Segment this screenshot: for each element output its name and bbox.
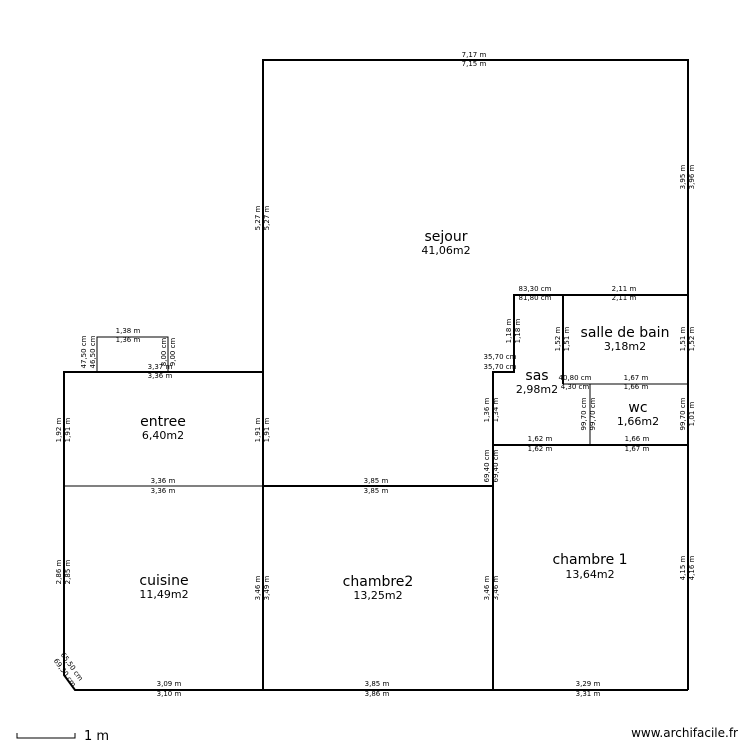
room-name-chambre2: chambre2	[343, 574, 414, 590]
dim-label: 3,10 m	[157, 690, 182, 698]
vertical-dimension-labels: 5,27 m 5,27 m 3,95 m 3,96 m 47,50 cm 46,…	[52, 165, 696, 689]
wall-sejour-outer	[262, 59, 689, 690]
dim-label: 1,18 m	[505, 319, 513, 344]
dim-label: 35,70 cm	[484, 363, 517, 371]
dim-label: 1,66 m	[625, 435, 650, 443]
dim-label: 2,86 m	[55, 560, 63, 585]
dim-label: 1,67 m	[625, 445, 650, 453]
dim-label: 81,80 cm	[519, 294, 552, 302]
dim-label: 1,52 m	[688, 327, 696, 352]
dim-label: 3,46 m	[483, 576, 491, 601]
dim-label: 2,85 m	[64, 560, 72, 585]
dim-label: 1,91 m	[254, 418, 262, 443]
walls	[63, 59, 689, 691]
dim-label: 7,15 m	[462, 60, 487, 68]
dim-label: 4,30 cm	[561, 383, 590, 391]
dim-label: 3,36 m	[148, 372, 173, 380]
dim-label: 9,00 cm	[169, 338, 177, 367]
dim-label: 1,18 m	[514, 319, 522, 344]
scale-bar-line	[16, 733, 76, 739]
dimension-labels: 7,17 m 7,15 m 83,30 cm 81,80 cm 2,11 m 2…	[116, 51, 650, 698]
dim-label: 40,80 cm	[559, 374, 592, 382]
dim-label: 46,50 cm	[89, 335, 97, 368]
dim-label: 3,36 m	[151, 477, 176, 485]
room-area-chambre1: 13,64m2	[565, 568, 614, 581]
dim-label: 1,91 m	[64, 418, 72, 443]
room-name-chambre1: chambre 1	[552, 552, 627, 568]
room-name-sejour: sejour	[425, 229, 468, 245]
wall-closet	[96, 336, 169, 372]
dim-label: 99,70 cm	[580, 397, 588, 430]
dim-label: 3,85 m	[364, 477, 389, 485]
room-area-wc: 1,66m2	[617, 415, 659, 428]
room-name-wc: wc	[628, 400, 647, 416]
dim-label: 3,85 m	[364, 487, 389, 495]
dim-label: 3,46 m	[492, 576, 500, 601]
dim-label: 1,36 m	[483, 398, 491, 423]
room-area-entree: 6,40m2	[142, 429, 184, 442]
room-area-salle-de-bain: 3,18m2	[604, 340, 646, 353]
dim-label: 1,51 m	[563, 327, 571, 352]
dim-label: 3,95 m	[679, 165, 687, 190]
dim-label: 1,91 m	[263, 418, 271, 443]
wall-left	[63, 371, 688, 691]
dim-label: 1,34 m	[492, 398, 500, 423]
room-name-salle-de-bain: salle de bain	[581, 325, 670, 341]
dim-label: 4,16 m	[688, 556, 696, 581]
dim-label: 1,92 m	[55, 418, 63, 443]
dim-label: 35,70 cm	[484, 353, 517, 361]
dim-label: 2,11 m	[612, 285, 637, 293]
dim-label: 1,51 m	[679, 327, 687, 352]
dim-label: 8,00 cm	[160, 338, 168, 367]
room-name-sas: sas	[525, 368, 548, 384]
dim-label: 69,40 cm	[492, 449, 500, 482]
room-name-entree: entree	[140, 414, 186, 430]
dim-label: 3,85 m	[365, 680, 390, 688]
dim-label: 3,46 m	[254, 576, 262, 601]
scale-label: 1 m	[84, 729, 109, 744]
wall-sas-left	[492, 294, 688, 445]
dim-label: 3,31 m	[576, 690, 601, 698]
dim-label: 1,36 m	[116, 336, 141, 344]
dim-label: 1,62 m	[528, 445, 553, 453]
dim-label: 1,67 m	[624, 374, 649, 382]
dim-label: 1,38 m	[116, 327, 141, 335]
room-area-sejour: 41,06m2	[421, 244, 470, 257]
dim-label: 3,86 m	[365, 690, 390, 698]
dim-label: 3,96 m	[688, 165, 696, 190]
room-area-sas: 2,98m2	[516, 383, 558, 396]
dim-label: 7,17 m	[462, 51, 487, 59]
dim-label: 47,50 cm	[80, 335, 88, 368]
dim-label: 3,09 m	[157, 680, 182, 688]
dim-label: 1,62 m	[528, 435, 553, 443]
dim-label: 3,49 m	[263, 576, 271, 601]
dim-label: 3,29 m	[576, 680, 601, 688]
dim-label: 99,70 cm	[679, 397, 687, 430]
scale-bar: 1 m	[16, 729, 109, 744]
dim-label: 2,11 m	[612, 294, 637, 302]
room-area-chambre2: 13,25m2	[353, 589, 402, 602]
dim-label: 69,40 cm	[483, 449, 491, 482]
credit-link[interactable]: www.archifacile.fr	[631, 726, 738, 740]
dim-label: 83,30 cm	[519, 285, 552, 293]
dim-label: 1,52 m	[554, 327, 562, 352]
room-area-cuisine: 11,49m2	[139, 588, 188, 601]
dim-label: 4,15 m	[679, 556, 687, 581]
dim-label: 3,36 m	[151, 487, 176, 495]
dim-label: 1,01 m	[688, 402, 696, 427]
dim-label: 3,37 m	[148, 363, 173, 371]
dim-label: 1,66 m	[624, 383, 649, 391]
dim-label: 5,27 m	[254, 206, 262, 231]
dim-label: 5,27 m	[263, 206, 271, 231]
room-name-cuisine: cuisine	[139, 573, 188, 589]
dim-label: 99,70 cm	[589, 397, 597, 430]
